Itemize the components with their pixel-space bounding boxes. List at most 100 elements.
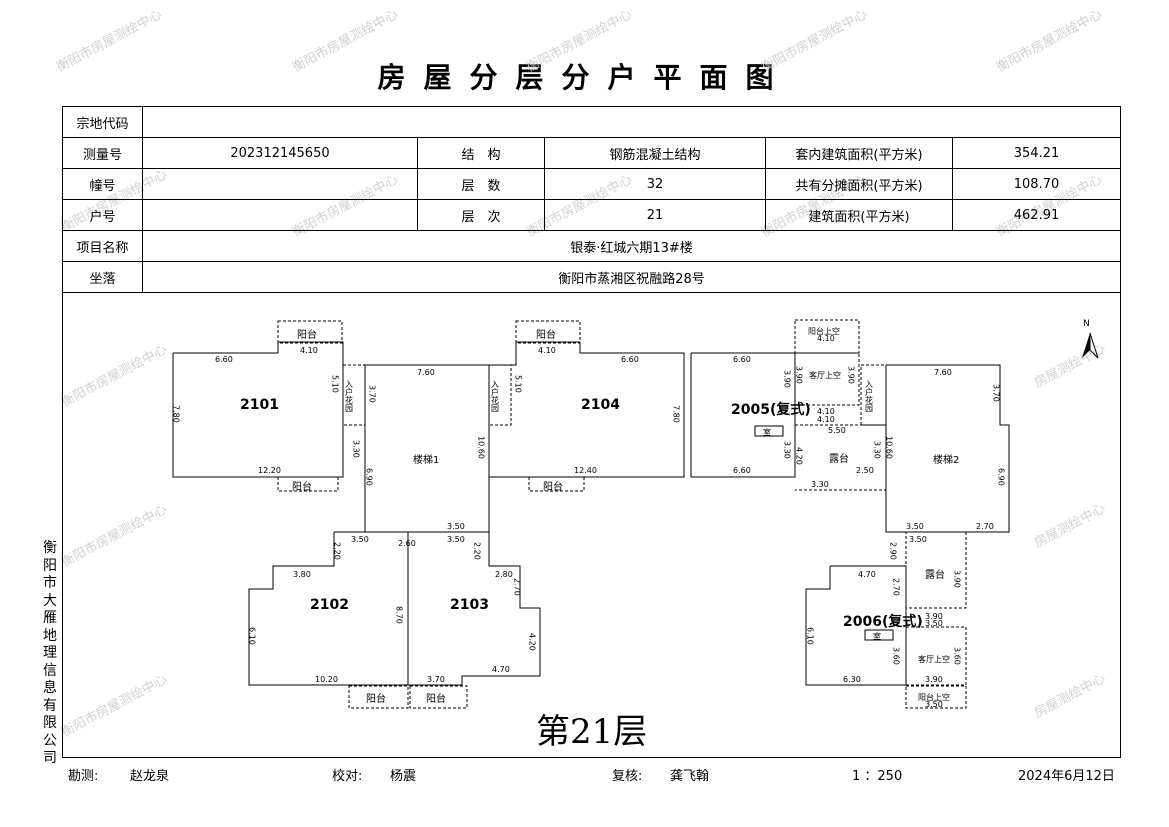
floor-no-label: 层 次 — [417, 199, 545, 231]
floor-plan: N 2101 2104 2102 2103 2005(复式) 2006(复式) … — [172, 319, 1099, 709]
unit-outline-2101 — [172, 341, 344, 478]
dim-label: 3.80 — [293, 570, 311, 579]
survey-label: 勘测: — [68, 769, 99, 784]
dim-label: 3.70 — [368, 385, 377, 403]
floor-no-value: 21 — [544, 199, 766, 231]
dim-label: 2.70 — [976, 522, 994, 531]
dim-label: 7.60 — [417, 368, 435, 377]
balcony-label: 阳台 — [426, 692, 446, 705]
dim-label: 6.60 — [733, 355, 751, 364]
stair-outline — [364, 364, 490, 533]
stair-label-2: 楼梯2 — [933, 453, 959, 466]
dim-label: 3.60 — [892, 647, 901, 665]
unit-outline-2104 — [489, 341, 685, 478]
dim-label: 4.70 — [492, 665, 510, 674]
project-value: 银泰·红城六期13#楼 — [142, 230, 1121, 262]
floors-label: 层 数 — [417, 168, 545, 200]
dim-label: 6.10 — [248, 627, 257, 645]
room-label: 室 — [763, 427, 771, 437]
dim-label: 3.50 — [909, 535, 927, 544]
survey-value: 赵龙泉 — [130, 769, 170, 784]
inner-area-label: 套内建筑面积(平方米) — [765, 137, 953, 169]
dim-label: 2.70 — [892, 578, 901, 596]
balcony-above-label: 阳台上空 — [808, 326, 840, 336]
build-area-label: 建筑面积(平方米) — [765, 199, 953, 231]
dim-label: 2.50 — [856, 466, 874, 475]
room-box — [754, 425, 784, 437]
balcony-outline — [348, 685, 409, 709]
dim-label: 4.20 — [795, 447, 804, 465]
unit-outline-2103 — [408, 531, 541, 686]
dim-label: 3.50 — [925, 700, 943, 709]
dim-label: 3.90 — [783, 370, 792, 388]
project-label: 项目名称 — [62, 230, 143, 262]
balcony-outline — [528, 476, 585, 492]
dim-label: 3.90 — [795, 366, 804, 384]
unit-label-2101: 2101 — [240, 397, 279, 413]
dim-label: 2.90 — [889, 542, 898, 560]
garden-outline — [488, 364, 512, 426]
location-label: 坐落 — [62, 261, 143, 293]
unit-no-value — [142, 199, 418, 231]
inner-area-value: 354.21 — [952, 137, 1121, 169]
dim-label: 4.10 — [817, 407, 835, 416]
stair-outline — [885, 364, 1010, 533]
unit-outline-2005 — [690, 352, 796, 478]
company-name: 衡阳市大雁地理信息有限公司 — [43, 540, 57, 766]
dim-label: 7.80 — [172, 405, 181, 423]
dim-label: 6.60 — [215, 355, 233, 364]
dim-label: 3.50 — [447, 535, 465, 544]
dim-label: 2.70 — [513, 578, 522, 596]
room-label: 室 — [873, 631, 881, 641]
dim-label: 10.20 — [315, 675, 338, 684]
dim-label: 3.50 — [447, 522, 465, 531]
terrace-outline — [795, 424, 887, 491]
dim-label: 5.50 — [828, 426, 846, 435]
unit-label-2104: 2104 — [581, 397, 620, 413]
dim-label: 4.10 — [817, 415, 835, 424]
structure-label: 结 构 — [417, 137, 545, 169]
floor-label: 第21层 — [536, 712, 648, 752]
dim-label: 4.10 — [538, 346, 556, 355]
stair-label-1: 楼梯1 — [413, 453, 439, 466]
unit-label-2102: 2102 — [310, 597, 349, 613]
garden-label: 入户花园 — [345, 380, 354, 413]
dim-label: 3.70 — [992, 384, 1001, 402]
garden-label: 入户花园 — [865, 380, 874, 413]
dim-label: 7.80 — [672, 405, 681, 423]
dim-label: 3.70 — [427, 675, 445, 684]
dim-label: 7.60 — [934, 368, 952, 377]
balcony-outline — [515, 320, 581, 344]
balcony-above-outline — [905, 685, 967, 709]
dim-label: 3.50 — [906, 522, 924, 531]
dim-label: 4.10 — [300, 346, 318, 355]
dim-label: 12.40 — [574, 466, 597, 475]
dim-label: 6.90 — [365, 468, 374, 486]
terrace-label: 露台 — [925, 568, 945, 581]
hall-above-outline — [794, 352, 860, 406]
dim-label: 3.90 — [953, 570, 962, 588]
unit-label-2006: 2006(复式) — [843, 613, 923, 630]
balcony-label: 阳台 — [297, 328, 317, 341]
hall-above-outline — [905, 626, 967, 686]
dim-label: 3.50 — [351, 535, 369, 544]
page-title: 房屋分层分户平面图 — [377, 61, 792, 94]
balcony-label: 阳台 — [543, 480, 563, 493]
balcony-outline — [277, 476, 339, 492]
survey-no-value: 202312145650 — [142, 137, 418, 169]
dim-label: 5.10 — [514, 375, 523, 393]
dim-label: 3.90 — [925, 612, 943, 621]
scale: 1 ：250 — [852, 769, 903, 784]
location-value: 衡阳市蒸湘区祝融路28号 — [142, 261, 1121, 293]
dim-label: 2.20 — [473, 542, 482, 560]
info-table: 宗地代码 测量号 202312145650 结 构 钢筋混凝土结构 套内建筑面积… — [62, 106, 1121, 293]
dim-label: 3.30 — [783, 441, 792, 459]
structure-value: 钢筋混凝土结构 — [544, 137, 766, 169]
north-arrow: N — [1082, 319, 1099, 359]
balcony-label: 阳台 — [536, 328, 556, 341]
balcony-above-outline — [794, 319, 860, 354]
unit-outline-2102 — [248, 531, 409, 686]
balcony-label: 阳台 — [292, 480, 312, 493]
dim-label: 8.70 — [395, 606, 404, 624]
dim-label: 3.50 — [925, 619, 943, 628]
